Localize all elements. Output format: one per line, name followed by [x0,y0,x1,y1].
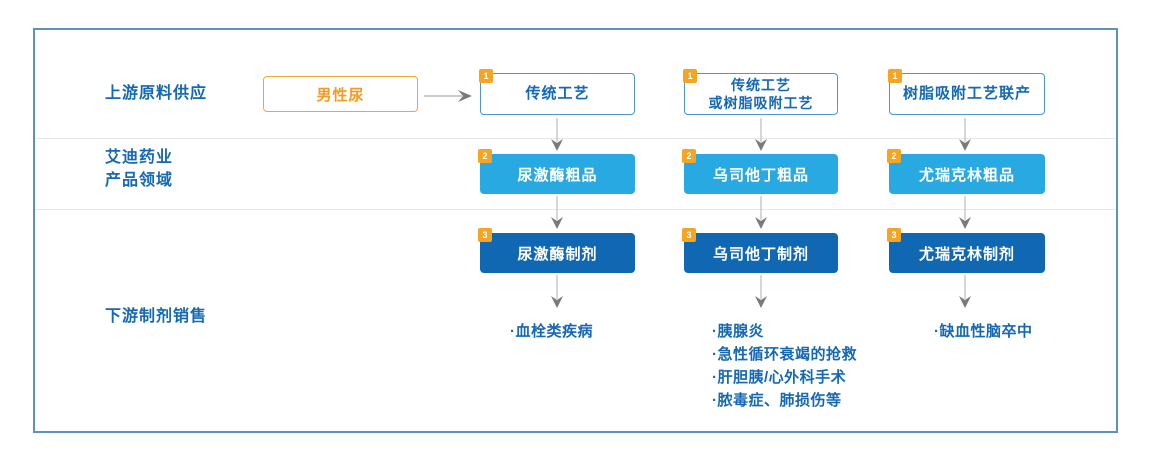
indications-list-col3: ·缺血性脑卒中 [934,320,1033,343]
crude-box-col3: 2 尤瑞克林粗品 [887,149,1045,194]
row-divider-2 [35,209,1116,210]
arrow-right-icon [424,90,472,102]
process-box-col1-label: 传统工艺 [525,85,590,102]
formulation-box-col2: 3 乌司他丁制剂 [682,228,838,273]
step-badge-2: 2 [478,149,492,163]
step-badge-3: 3 [478,228,492,242]
arrow-down-icon [959,118,971,151]
crude-box-col1-label: 尿激酶粗品 [517,166,598,184]
crude-box-col2-label: 乌司他丁粗品 [712,166,809,184]
crude-box-col2: 2 乌司他丁粗品 [682,149,838,194]
process-box-col2-line1: 传统工艺 [731,77,791,93]
formulation-box-col3: 3 尤瑞克林制剂 [887,228,1045,273]
indication-item: ·肝胆胰/心外科手术 [712,369,847,386]
company-band-label-line2: 产品领域 [105,172,174,189]
company-band-label-line1: 艾迪药业 [105,149,174,166]
company-band-label: 艾迪药业 产品领域 [105,146,173,192]
crude-box-col1: 2 尿激酶粗品 [478,149,635,194]
process-box-col2-line2: 或树脂吸附工艺 [708,95,814,111]
arrow-down-icon [755,118,767,151]
process-box-col1: 1 传统工艺 [479,69,635,115]
process-box-col2: 1 传统工艺 或树脂吸附工艺 [683,69,838,115]
step-badge-2: 2 [887,149,901,163]
formulation-box-col1-label: 尿激酶制剂 [517,245,598,263]
indication-item: ·急性循环衰竭的抢救 [712,346,857,363]
indications-list-col1: ·血栓类疾病 [510,320,593,343]
source-box-male-urine: 男性尿 [263,76,418,112]
step-badge-1: 1 [683,69,697,83]
step-badge-3: 3 [887,228,901,242]
indication-item: ·血栓类疾病 [510,323,593,340]
arrow-down-icon [551,275,563,308]
step-badge-1: 1 [888,69,902,83]
indications-list-col2: ·胰腺炎 ·急性循环衰竭的抢救 ·肝胆胰/心外科手术 ·脓毒症、肺损伤等 [712,320,857,412]
formulation-box-col2-label: 乌司他丁制剂 [712,245,809,263]
arrow-down-icon [755,275,767,308]
indication-item: ·胰腺炎 [712,323,764,340]
crude-box-col3-label: 尤瑞克林粗品 [918,166,1015,184]
arrow-down-icon [959,196,971,229]
upstream-band-label: 上游原料供应 [105,85,208,102]
row-divider-1 [35,138,1116,139]
process-box-col3: 1 树脂吸附工艺联产 [888,69,1045,115]
step-badge-2: 2 [682,149,696,163]
arrow-down-icon [755,196,767,229]
arrow-down-icon [551,118,563,151]
step-badge-1: 1 [479,69,493,83]
step-badge-3: 3 [682,228,696,242]
downstream-band-label: 下游制剂销售 [105,308,208,325]
indication-item: ·缺血性脑卒中 [934,323,1033,340]
formulation-box-col1: 3 尿激酶制剂 [478,228,635,273]
process-box-col3-label: 树脂吸附工艺联产 [902,85,1031,102]
arrow-down-icon [959,275,971,308]
process-box-col2-label: 传统工艺 或树脂吸附工艺 [709,76,814,112]
formulation-box-col3-label: 尤瑞克林制剂 [918,245,1015,263]
indication-item: ·脓毒症、肺损伤等 [712,392,842,409]
arrow-down-icon [551,196,563,229]
